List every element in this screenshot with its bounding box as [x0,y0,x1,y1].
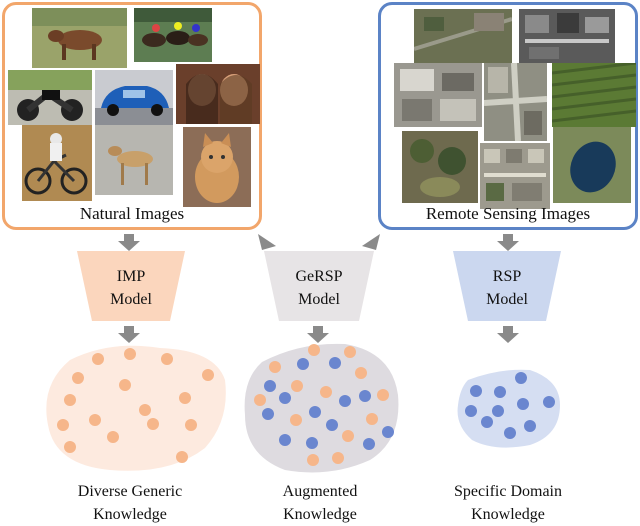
aerial-city-2 [519,9,615,63]
augmented-knowledge-line2: Knowledge [283,506,357,523]
cow-photo [32,8,127,68]
augmented-knowledge-label: Augmented Knowledge [240,480,400,526]
specific-knowledge-dots [465,372,555,439]
remote-sensing-images-panel: Remote Sensing Images [378,2,638,230]
arrow-rsp-to-knowledge [497,326,519,343]
girls-photo [176,64,260,124]
aerial-intersection [484,63,547,141]
imp-model-line1: IMP [116,268,146,285]
rsp-model-line2: Model [486,291,528,308]
aerial-lake [553,127,631,203]
aerial-farmland [552,63,636,127]
natural-images-caption: Natural Images [79,204,185,223]
arrow-natural-to-gersp [258,234,276,250]
specific-knowledge-label: Specific Domain Knowledge [428,480,588,526]
arrow-natural-to-imp [118,234,140,251]
gersp-model-label: GeRSP Model [269,265,369,311]
aerial-trees [402,131,478,203]
imp-model-line2: Model [110,291,152,308]
diverse-knowledge-line1: Diverse Generic [77,483,183,500]
dog-photo [95,125,173,195]
car-photo [95,70,173,125]
arrow-imp-to-knowledge [118,326,140,343]
rsp-model-line1: RSP [492,268,522,285]
augmented-knowledge-line1: Augmented [282,483,358,500]
cat-photo [183,127,251,207]
aerial-buildings [394,63,482,127]
gersp-model-line2: Model [298,291,340,308]
aerial-city-1 [414,9,512,63]
arrow-gersp-to-knowledge [307,326,329,343]
gersp-model-line1: GeRSP [295,268,343,285]
imp-model-label: IMP Model [81,265,181,311]
specific-knowledge-line1: Specific Domain [454,483,562,500]
remote-sensing-images-caption: Remote Sensing Images [425,204,591,223]
specific-knowledge-line2: Knowledge [471,506,545,523]
horse-race-photo [134,8,212,62]
arrow-remote-to-gersp [362,234,380,250]
gersp-model-shape [264,251,374,321]
rsp-model-shape [453,251,561,321]
cyclist-photo [22,125,92,201]
aerial-residential [480,143,550,209]
imp-model-shape [77,251,185,321]
diverse-knowledge-dots [57,348,214,463]
diverse-knowledge-blob [46,345,226,471]
arrow-remote-to-rsp [497,234,519,251]
motorcycle-photo [8,70,92,125]
natural-images-panel: Natural Images [2,2,262,230]
rsp-model-label: RSP Model [457,265,557,311]
diverse-knowledge-line2: Knowledge [93,506,167,523]
diverse-knowledge-label: Diverse Generic Knowledge [50,480,210,526]
augmented-knowledge-dots [254,344,394,466]
